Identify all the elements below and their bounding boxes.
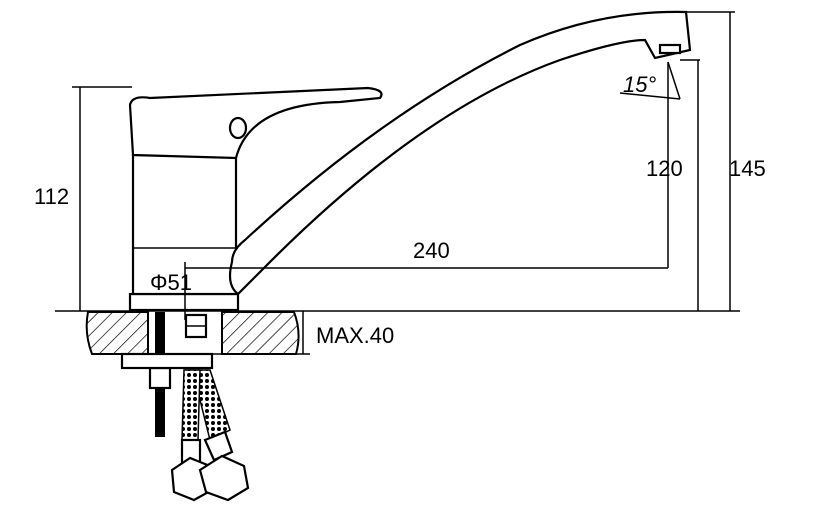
body-height-label: 112 [34, 184, 69, 209]
spout-clearance-label: 120 [646, 156, 683, 181]
total-height-label: 145 [729, 156, 766, 181]
mounting-bolt [120, 312, 214, 437]
dimension-lines [55, 11, 740, 355]
supply-hoses [170, 313, 250, 502]
max-counter-thickness-label: MAX.40 [316, 323, 394, 348]
spout-reach-label: 240 [413, 238, 450, 263]
base-diameter-label: Φ51 [150, 270, 192, 295]
spout-angle-label: 15° [623, 72, 656, 97]
faucet-body [128, 10, 692, 312]
